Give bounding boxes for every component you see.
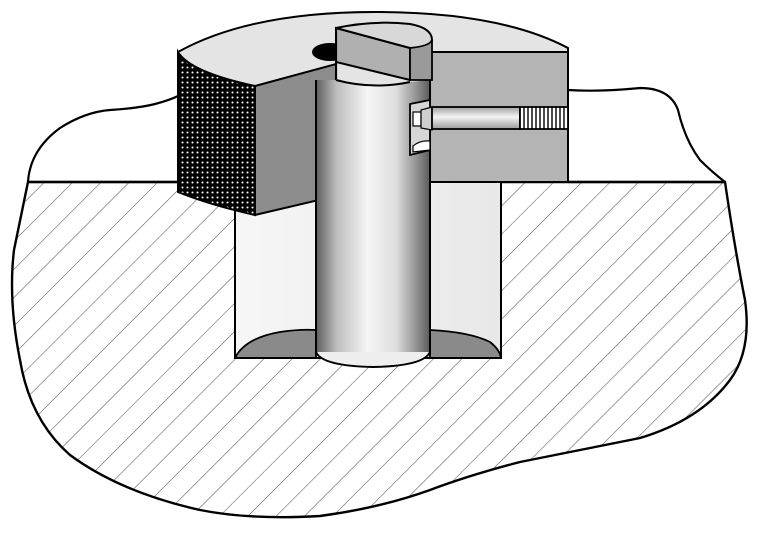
screw-shank	[431, 106, 521, 130]
screw-threads	[519, 106, 569, 130]
shaft-bottom-edge	[315, 351, 431, 369]
shaft-head-side	[409, 39, 433, 81]
workpiece-top-outline-right	[567, 86, 726, 183]
workpiece-top-outline	[26, 95, 179, 183]
set-screw	[409, 98, 569, 157]
screw-tip	[412, 111, 422, 127]
bore-floor-left	[233, 328, 317, 359]
bore-floor-right	[429, 329, 503, 359]
